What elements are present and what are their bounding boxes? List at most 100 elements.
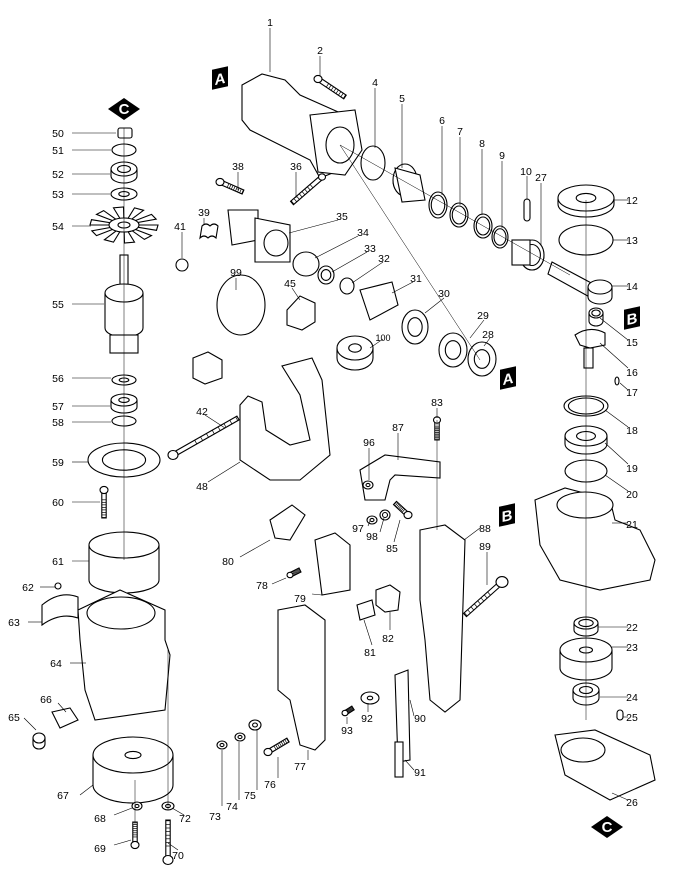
leader-line-42	[204, 414, 226, 429]
part-label-96: 96	[363, 437, 375, 449]
leader-line-69	[113, 839, 132, 846]
part-label-75: 75	[244, 790, 256, 802]
part-label-93: 93	[341, 725, 353, 737]
leader-line-31	[391, 281, 414, 294]
assembly-guide-line	[339, 144, 571, 276]
part-label-13: 13	[626, 235, 638, 247]
part-17-key	[614, 376, 620, 386]
part-6-ring	[428, 191, 448, 219]
leader-line-16	[599, 342, 629, 369]
part-81-capacitor	[356, 599, 376, 621]
part-21-bore	[556, 491, 614, 519]
part-label-6: 6	[439, 115, 445, 127]
part-88-handle-half	[419, 524, 466, 713]
part-label-18: 18	[626, 425, 638, 437]
part-label-80: 80	[222, 556, 234, 568]
part-label-64: 64	[50, 658, 62, 670]
part-48-side-handle	[239, 357, 331, 481]
leader-line-91	[404, 759, 415, 771]
part-97-washer	[366, 515, 378, 525]
assembly-guide-line	[339, 144, 481, 361]
part-label-82: 82	[382, 633, 394, 645]
part-79-switch	[314, 532, 351, 596]
leader-line-15	[599, 317, 629, 341]
part-label-7: 7	[457, 126, 463, 138]
part-label-57: 57	[52, 401, 64, 413]
part-shapes	[32, 73, 656, 866]
reference-tag-a-top: A	[212, 66, 228, 90]
part-label-22: 22	[626, 622, 638, 634]
reference-tag-a-bottom: A	[500, 366, 516, 390]
part-label-12: 12	[626, 195, 638, 207]
leader-line-33	[331, 251, 368, 273]
part-label-21: 21	[626, 519, 638, 531]
reference-tag-letter: C	[602, 819, 613, 836]
part-label-25: 25	[626, 712, 638, 724]
part-54-fan	[89, 206, 159, 244]
part-28-washer	[467, 341, 497, 377]
part-label-55: 55	[52, 299, 64, 311]
part-label-1: 1	[267, 17, 273, 29]
part-label-24: 24	[626, 692, 638, 704]
leader-line-29	[469, 319, 485, 339]
part-38-screw	[215, 177, 245, 195]
part-label-68: 68	[94, 813, 106, 825]
part-99-band	[216, 274, 266, 336]
part-69-screw	[130, 821, 140, 850]
part-label-63: 63	[8, 617, 20, 629]
part-label-9: 9	[499, 150, 505, 162]
part-label-10: 10	[520, 166, 532, 178]
part-63-cover	[41, 594, 79, 627]
reference-tag-letter: A	[503, 370, 514, 389]
part-92-clamp	[360, 691, 380, 705]
part-label-33: 33	[364, 243, 376, 255]
reference-tag-letter: A	[215, 70, 226, 89]
leader-line-45	[291, 287, 301, 301]
part-label-34: 34	[357, 227, 369, 239]
part-label-50: 50	[52, 128, 64, 140]
part-74-washer	[234, 732, 246, 742]
part-50-bushing	[117, 127, 133, 139]
part-label-54: 54	[52, 221, 64, 233]
leader-line-68	[113, 807, 133, 816]
leader-line-85	[393, 519, 401, 543]
leader-line-26	[611, 792, 629, 801]
part-label-27: 27	[535, 172, 547, 184]
part-45-grip	[286, 295, 316, 331]
part-85-screw	[392, 500, 413, 520]
part-33-seal	[317, 265, 335, 285]
part-78-screw	[286, 567, 302, 579]
part-87-bracket	[359, 454, 441, 501]
part-2-screw	[313, 74, 347, 100]
part-label-17: 17	[626, 387, 638, 399]
part-label-4: 4	[372, 77, 378, 89]
leader-line-48	[207, 461, 241, 483]
part-14-big-end	[587, 279, 613, 305]
leader-line-32	[351, 261, 384, 284]
part-label-16: 16	[626, 367, 638, 379]
leader-line-78	[271, 577, 287, 585]
part-label-29: 29	[477, 310, 489, 322]
part-62-screw	[54, 582, 62, 590]
part-9-ring	[491, 225, 509, 249]
leader-line-66	[57, 702, 67, 713]
part-68-washer	[131, 801, 143, 811]
part-35-cylinder	[227, 209, 259, 246]
part-75-washer	[248, 719, 262, 731]
part-65-cap	[32, 732, 46, 750]
part-label-85: 85	[386, 543, 398, 555]
part-label-45: 45	[284, 278, 296, 290]
part-42-bolt	[167, 415, 240, 461]
part-label-32: 32	[378, 253, 390, 265]
leader-line-35	[288, 219, 339, 234]
part-label-26: 26	[626, 797, 638, 809]
leader-line-20	[604, 474, 629, 492]
part-32-o-ring	[339, 277, 355, 295]
part-label-88: 88	[479, 523, 491, 535]
part-label-39: 39	[198, 207, 210, 219]
part-label-31: 31	[410, 273, 422, 285]
part-label-61: 61	[52, 556, 64, 568]
part-label-5: 5	[399, 93, 405, 105]
reference-tag-letter: B	[627, 310, 638, 329]
callout-labels: 1245678910121314151617181920212223242526…	[8, 17, 638, 862]
